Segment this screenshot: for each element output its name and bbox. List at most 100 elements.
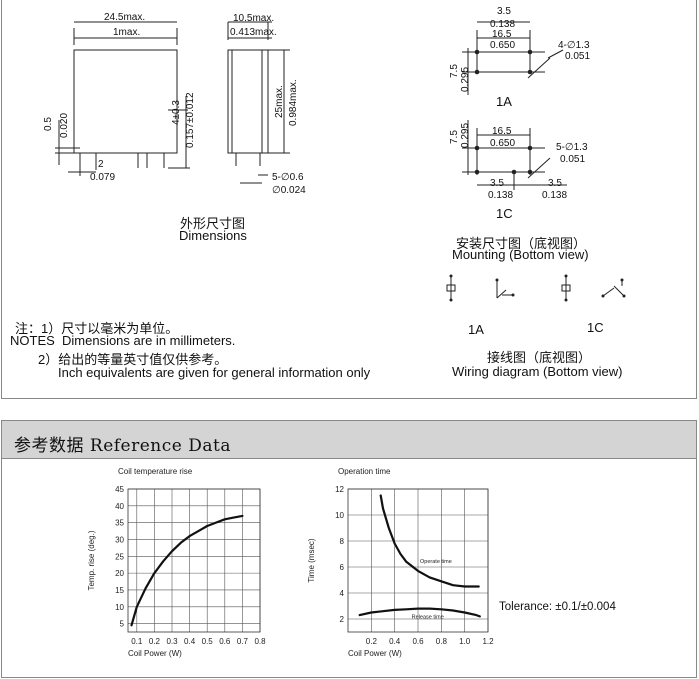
temp-ytick-label: 5	[120, 620, 125, 629]
optime-xtick-label: 0.6	[412, 637, 424, 646]
temp-xtick-label: 0.5	[202, 637, 214, 646]
mounting-caption-cn: 安装尺寸图（底视图）	[456, 236, 587, 251]
optime-xtick-label: 1.2	[482, 637, 494, 646]
mount-a-dim-8: 0.295	[460, 67, 471, 92]
temp-ytick-label: 45	[115, 485, 124, 494]
mount-c-dim-8: 0.138	[488, 190, 513, 201]
mounting-caption-en: Mounting (Bottom view)	[452, 247, 589, 262]
optime-ytick-label: 4	[340, 589, 345, 598]
optime-ytick-label: 8	[340, 537, 345, 546]
optime-plot-frame	[347, 488, 489, 633]
mount-a-label: 1A	[496, 94, 512, 109]
relay-side-body	[227, 49, 269, 154]
optime-ytick-label: 6	[340, 563, 345, 572]
note-line-2: Dimensions are in millimeters.	[62, 333, 236, 348]
dim-side-1: 0.5	[43, 117, 54, 131]
note-notes-prefix: NOTES	[10, 333, 55, 348]
note-line-1: 注：1）尺寸以毫米为单位。	[15, 321, 179, 336]
temp-xtick-label: 0.7	[237, 637, 249, 646]
technical-drawings: 24.5max. 1max. 10.5max. 0.413max. 0.5 0.…	[43, 6, 626, 302]
mount-c-dim-1: 16.5	[492, 126, 512, 137]
optime-series-line-1	[358, 607, 481, 618]
tolerance-text: Tolerance: ±0.1/±0.004	[499, 601, 616, 613]
section-header-title: 参考数据 Reference Data	[14, 436, 231, 456]
wiring-caption-en: Wiring diagram (Bottom view)	[452, 364, 623, 379]
mount-a-dim-3: 16.5	[492, 29, 512, 40]
temp-ytick-label: 35	[115, 519, 124, 528]
mount-a-dim-4: 0.650	[490, 40, 515, 51]
mount-c-dim-7: 3.5	[490, 178, 504, 189]
temp-ytick-label: 15	[115, 586, 124, 595]
temp-chart-title: Coil temperature rise	[118, 467, 193, 476]
temp-xtick-label: 0.2	[149, 637, 161, 646]
temp-xtick-label: 0.4	[184, 637, 196, 646]
mount-c-dim-3: 7.5	[449, 130, 460, 144]
dim-top-1: 24.5max.	[104, 12, 145, 23]
temp-series-line-0	[130, 514, 244, 627]
mount-c-dim-4: 0.295	[460, 123, 471, 148]
mount-a-dim-5: 4-∅1.3	[558, 40, 590, 51]
optime-ytick-label: 10	[335, 511, 344, 520]
optime-yaxis-label: Time (msec)	[307, 538, 316, 582]
optime-chart: 2 4 6 8 10 12 0.2 0.4 0.6 0.8 1.0 1.2 Operation time…	[307, 467, 494, 658]
dimensions-caption-en: Dimensions	[179, 228, 247, 243]
mount-c-dim-10: 0.138	[542, 190, 567, 201]
optime-ytick-label: 12	[335, 485, 344, 494]
dim-bottom-1: 2	[98, 159, 104, 170]
mount-c-label: 1C	[496, 206, 513, 221]
dimensions-caption-cn: 外形尺寸图	[180, 216, 246, 231]
temp-plot-frame	[127, 488, 261, 633]
reference-data-panel: 参考数据 Reference Data	[1, 420, 697, 678]
dim-bottom-2: 0.079	[90, 172, 115, 183]
dim-bottom-4: ∅0.024	[272, 185, 306, 196]
temp-ytick-label: 25	[115, 552, 124, 561]
temp-yaxis-label: Temp. rise (deg.)	[87, 530, 96, 590]
dim-top-3: 10.5max.	[233, 13, 274, 24]
optime-xtick-label: 0.2	[366, 637, 378, 646]
optime-xtick-label: 1.0	[459, 637, 471, 646]
temp-xtick-label: 0.1	[131, 637, 143, 646]
temp-xtick-label: 0.3	[166, 637, 178, 646]
dim-side-2: 0.020	[59, 113, 70, 138]
wiring-label-1a: 1A	[468, 322, 484, 337]
relay-front-body	[73, 49, 178, 154]
optime-series-label-1: Release time	[412, 615, 444, 621]
mount-c-dim-2: 0.650	[490, 138, 515, 149]
mount-c-dim-5: 5-∅1.3	[556, 142, 588, 153]
temp-ytick-label: 10	[115, 603, 124, 612]
dim-bottom-3: 5-∅0.6	[272, 172, 304, 183]
temp-chart: 5 10 15 20 25 30 35 40 45 0.1 0.2 0.3 0.4 0.5 0.6 0.7 0.…	[87, 467, 266, 658]
dim-side-6: 0.984max.	[288, 79, 299, 126]
optime-series-line-0	[379, 494, 480, 588]
dim-side-3: 4±0.3	[171, 100, 182, 125]
temp-xtick-label: 0.8	[254, 637, 266, 646]
wiring-label-1c: 1C	[587, 320, 604, 335]
mount-c-dim-6: 0.051	[560, 154, 585, 165]
mount-a-dim-2: 0.138	[490, 19, 515, 30]
temp-ytick-label: 40	[115, 502, 124, 511]
mount-c-dim-9: 3.5	[548, 178, 562, 189]
temp-ytick-label: 20	[115, 569, 124, 578]
section-header: 参考数据 Reference Data	[2, 421, 696, 459]
temp-ytick-label: 30	[115, 535, 124, 544]
drawing-panel	[1, 0, 697, 399]
temp-xtick-label: 0.6	[219, 637, 231, 646]
dim-top-2: 1max.	[113, 27, 140, 38]
optime-series-label-0: Operate time	[420, 559, 452, 565]
optime-xaxis-label: Coil Power (W)	[348, 649, 402, 658]
dim-side-4: 0.157±0.012	[185, 92, 196, 148]
optime-xtick-label: 0.8	[436, 637, 448, 646]
note-line-3: 2）给出的等量英寸值仅供参考。	[38, 352, 228, 367]
dim-side-5: 25max.	[274, 85, 285, 118]
optime-ytick-label: 2	[340, 615, 345, 624]
optime-chart-title: Operation time	[338, 467, 391, 476]
mount-a-dim-6: 0.051	[565, 51, 590, 62]
mount-a-dim-7: 7.5	[449, 64, 460, 78]
dim-top-4: 0.413max.	[230, 27, 277, 38]
optime-xtick-label: 0.4	[389, 637, 401, 646]
wiring-caption-cn: 接线图（底视图）	[487, 350, 592, 365]
note-line-4: Inch equivalents are given for general i…	[58, 365, 371, 380]
reference-charts: 5 10 15 20 25 30 35 40 45 0.1 0.2 0.3 0.4 0.5 0.6 0.7 0.…	[87, 467, 494, 658]
temp-xaxis-label: Coil Power (W)	[128, 649, 182, 658]
mount-a-dim-1: 3.5	[497, 6, 511, 17]
